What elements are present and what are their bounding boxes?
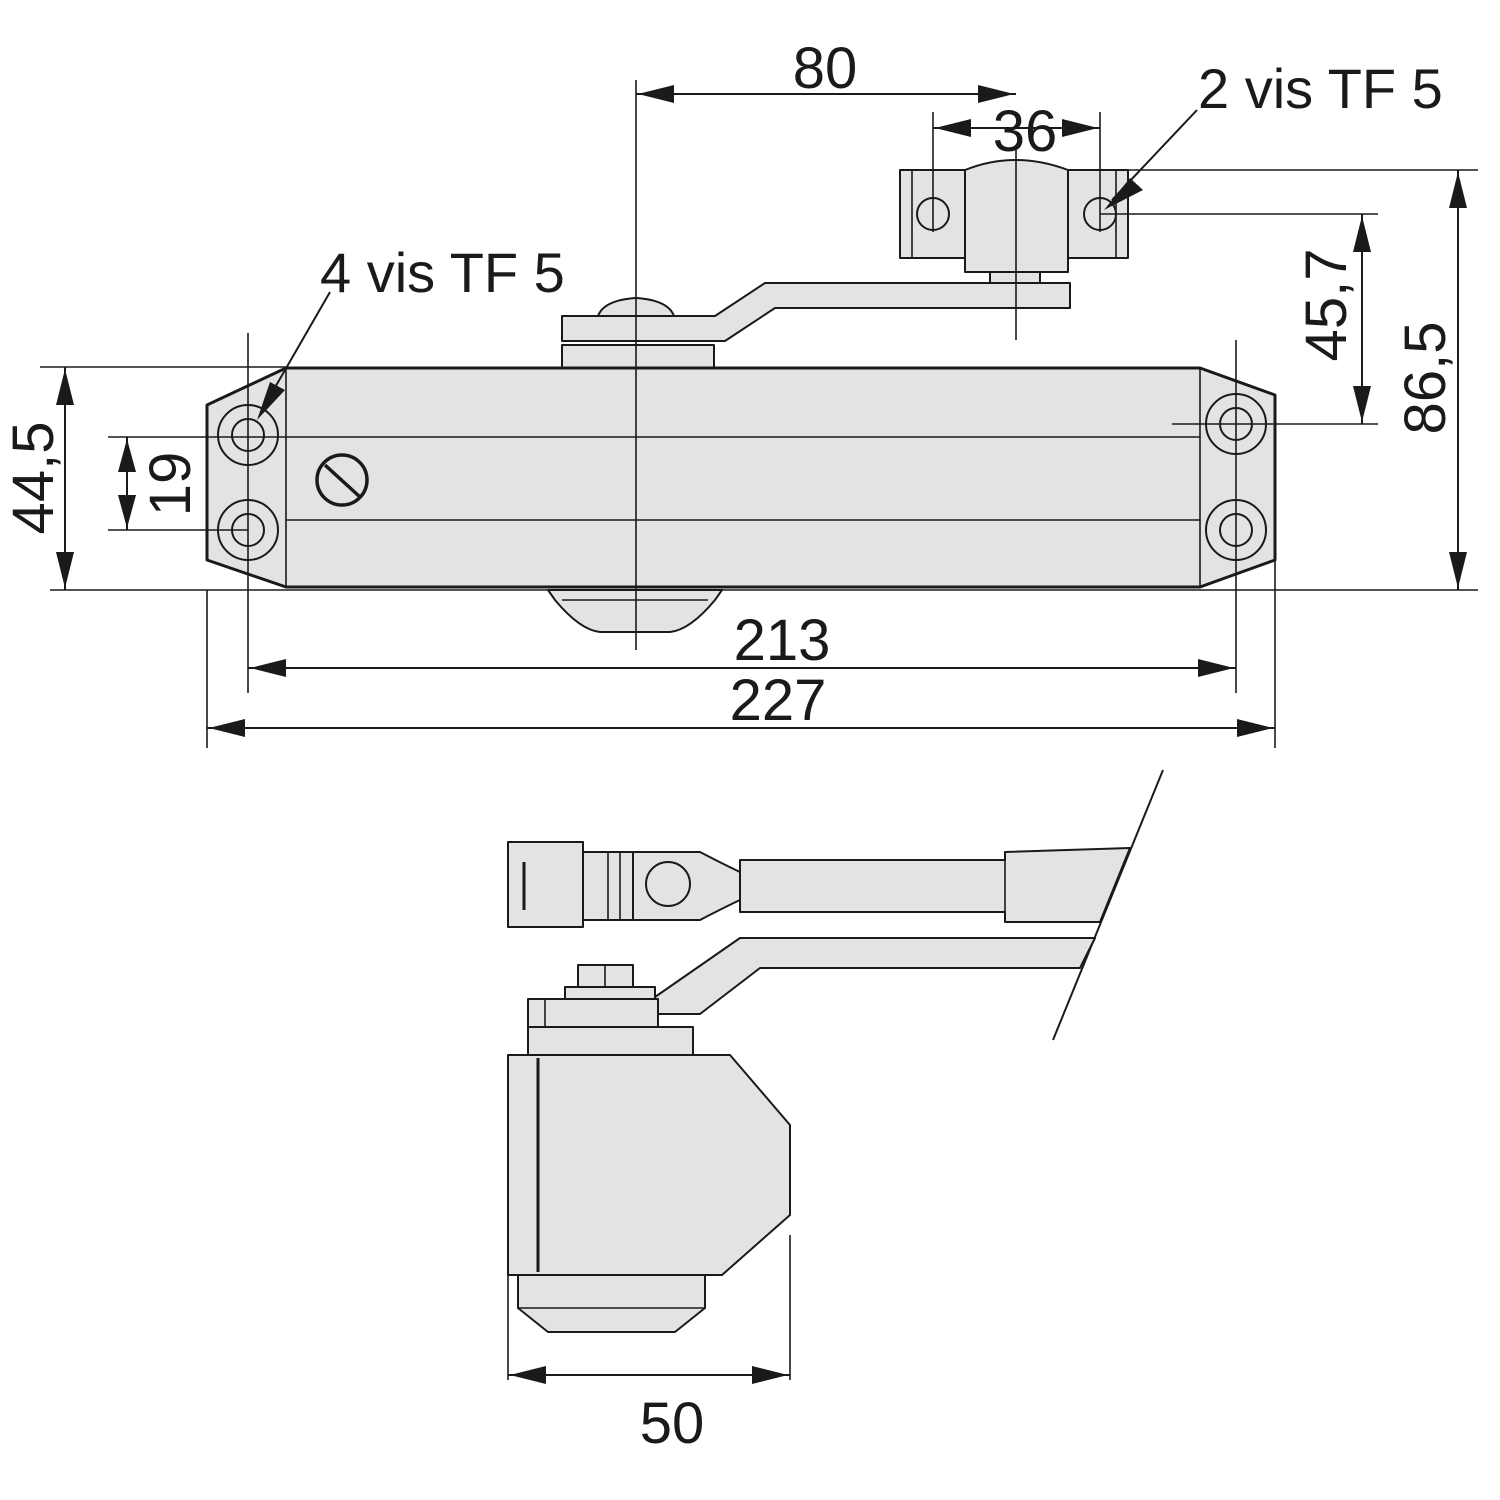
- dim-50-label: 50: [640, 1391, 705, 1456]
- dim-19-label: 19: [138, 452, 203, 517]
- pinion-side: [527, 964, 694, 1056]
- bottom-cap-side: [517, 1274, 706, 1333]
- body-screw-label: 4 vis TF 5: [320, 241, 565, 304]
- pinion-bottom-cap: [547, 589, 723, 633]
- dimension-36: 36: [933, 99, 1100, 164]
- wall-bracket: [899, 159, 1129, 284]
- dim-227-label: 227: [730, 668, 827, 733]
- bracket-side: [507, 841, 634, 928]
- dimension-19: 19: [118, 437, 203, 530]
- upper-arm: [739, 847, 1131, 923]
- closer-body-side: [507, 1054, 791, 1276]
- bracket-screw-callout: 2 vis TF 5: [1104, 57, 1443, 210]
- dimension-45-7: 45,7: [1294, 214, 1371, 424]
- dim-80-label: 80: [793, 36, 858, 101]
- dim-213-label: 213: [734, 608, 831, 673]
- arm: [561, 282, 1071, 342]
- bracket-screw-label: 2 vis TF 5: [1198, 57, 1443, 120]
- dimension-227: 227: [207, 668, 1275, 737]
- dimension-86-5: 86,5: [1393, 170, 1467, 590]
- dimension-44-5: 44,5: [1, 367, 74, 590]
- front-view: 80 36 2 vis TF 5 4 vis TF 5 45,7: [1, 36, 1478, 748]
- pinion-top-base: [561, 344, 715, 370]
- dim-86-5-label: 86,5: [1393, 322, 1458, 435]
- dimension-80: 80: [636, 36, 1016, 103]
- dimension-213: 213: [248, 608, 1236, 677]
- dim-45-7-label: 45,7: [1294, 249, 1359, 362]
- side-view: 50: [507, 769, 1164, 1456]
- wall-line: [1052, 769, 1164, 1041]
- dimension-50: 50: [508, 1366, 790, 1456]
- lower-arm: [654, 937, 1096, 1015]
- extension-lines: [40, 112, 1478, 748]
- dim-36-label: 36: [993, 99, 1058, 164]
- body-screw-callout: 4 vis TF 5: [257, 241, 565, 420]
- dim-44-5-label: 44,5: [1, 422, 66, 535]
- adjusting-screw: [315, 453, 369, 507]
